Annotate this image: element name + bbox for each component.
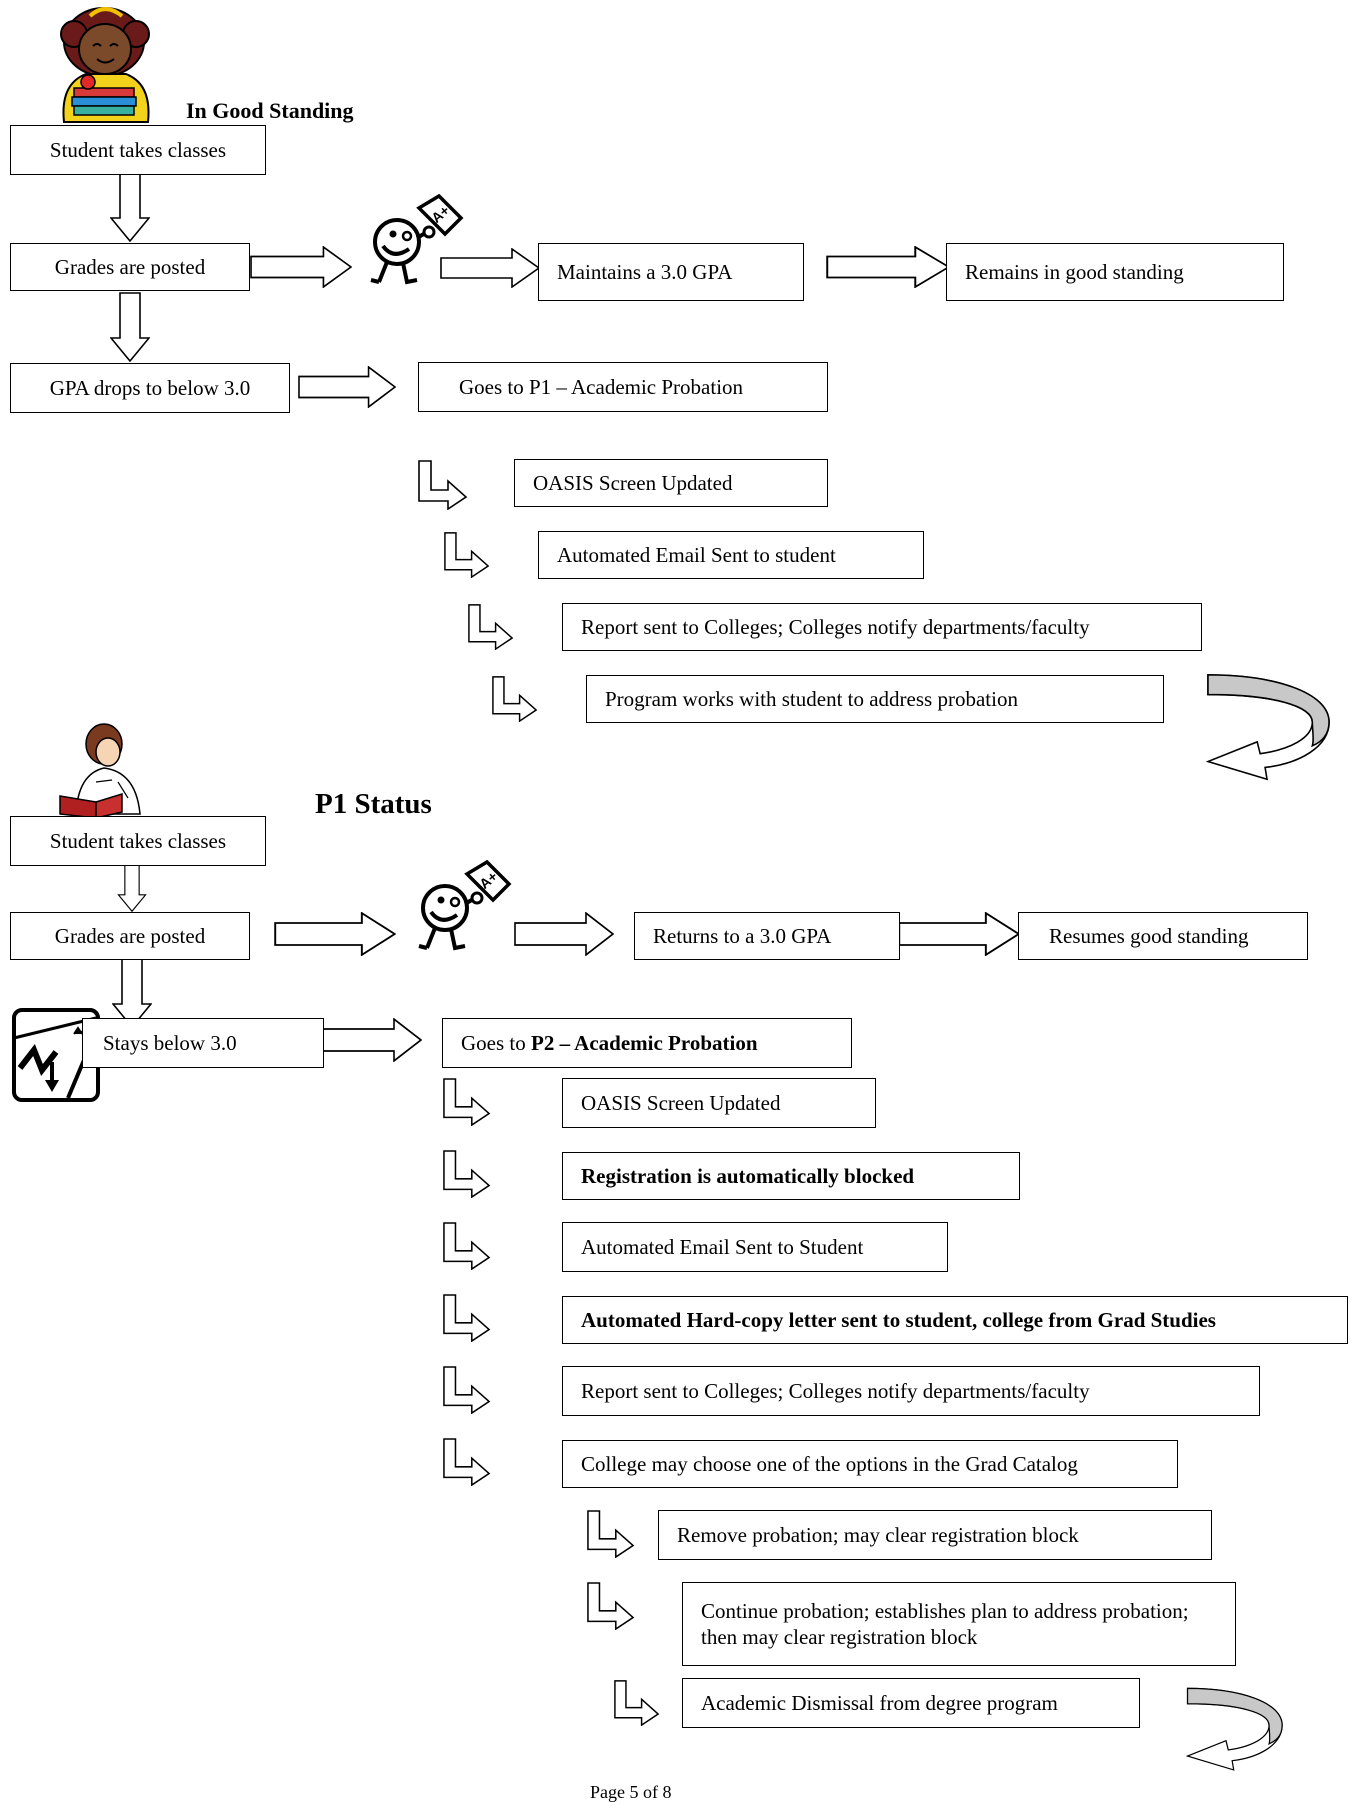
bent-arrow xyxy=(443,1438,490,1486)
down-arrow xyxy=(117,862,147,912)
student-with-books-icon xyxy=(60,7,150,123)
down-arrow xyxy=(112,958,152,1028)
box-option-dismissal: Academic Dismissal from degree program xyxy=(682,1678,1140,1728)
u-turn-arrow xyxy=(1207,674,1330,781)
box-p1-step-2: Automated Email Sent to student xyxy=(538,531,924,579)
box-student-takes-classes-p1: Student takes classes xyxy=(10,816,266,866)
section-title-p1-status: P1 Status xyxy=(315,788,432,820)
box-student-takes-classes: Student takes classes xyxy=(10,125,266,175)
box-p2-step-5: Report sent to Colleges; Colleges notify… xyxy=(562,1366,1260,1416)
right-arrow xyxy=(298,366,396,408)
down-arrow xyxy=(110,172,150,242)
box-gpa-drops: GPA drops to below 3.0 xyxy=(10,363,290,413)
box-returns-gpa: Returns to a 3.0 GPA xyxy=(634,912,900,960)
page-footer: Page 5 of 8 xyxy=(590,1782,672,1802)
bent-arrow xyxy=(614,1680,659,1726)
right-arrow xyxy=(440,248,540,288)
down-arrow xyxy=(110,292,150,362)
right-arrow xyxy=(250,246,352,288)
box-maintains-gpa: Maintains a 3.0 GPA xyxy=(538,243,804,301)
student-reading-icon xyxy=(59,723,141,819)
box-grades-posted-p1: Grades are posted xyxy=(10,912,250,960)
p2-label: P2 – Academic Probation xyxy=(531,1031,758,1055)
section-title-good-standing: In Good Standing xyxy=(186,98,354,123)
box-p1-step-1: OASIS Screen Updated xyxy=(514,459,828,507)
bent-arrow xyxy=(587,1510,634,1558)
box-p2-step-3: Automated Email Sent to Student xyxy=(562,1222,948,1272)
right-arrow xyxy=(274,912,396,956)
bent-arrow xyxy=(468,604,513,650)
box-stays-below: Stays below 3.0 xyxy=(82,1018,324,1068)
bent-arrow xyxy=(443,1222,490,1270)
bent-arrow xyxy=(444,532,489,578)
box-p2-step-4: Automated Hard-copy letter sent to stude… xyxy=(562,1296,1348,1344)
box-p2-step-1: OASIS Screen Updated xyxy=(562,1078,876,1128)
right-arrow xyxy=(826,246,950,288)
box-goes-to-p1: Goes to P1 – Academic Probation xyxy=(418,362,828,412)
box-goes-to-p2: Goes to P2 – Academic Probation xyxy=(442,1018,852,1068)
box-p2-step-2: Registration is automatically blocked xyxy=(562,1152,1020,1200)
box-p1-step-3: Report sent to Colleges; Colleges notify… xyxy=(562,603,1202,651)
smiley-grade-icon xyxy=(419,862,509,948)
right-arrow xyxy=(322,1018,422,1062)
bent-arrow xyxy=(443,1366,490,1414)
u-turn-arrow xyxy=(1186,1687,1283,1771)
box-p1-step-4: Program works with student to address pr… xyxy=(586,675,1164,723)
bent-arrow xyxy=(443,1078,490,1126)
bent-arrow xyxy=(587,1582,634,1630)
box-grades-posted: Grades are posted xyxy=(10,243,250,291)
goes-to-label: Goes to xyxy=(461,1031,531,1055)
bent-arrow xyxy=(492,676,537,722)
box-p2-step-6: College may choose one of the options in… xyxy=(562,1440,1178,1488)
box-remains-good-standing: Remains in good standing xyxy=(946,243,1284,301)
bent-arrow xyxy=(443,1150,490,1198)
bent-arrow xyxy=(418,460,467,510)
bent-arrow xyxy=(443,1294,490,1342)
box-resumes-good-standing: Resumes good standing xyxy=(1018,912,1308,960)
box-option-remove-probation: Remove probation; may clear registration… xyxy=(658,1510,1212,1560)
right-arrow xyxy=(898,912,1020,956)
right-arrow xyxy=(514,912,614,956)
box-option-continue-probation: Continue probation; establishes plan to … xyxy=(682,1582,1236,1666)
